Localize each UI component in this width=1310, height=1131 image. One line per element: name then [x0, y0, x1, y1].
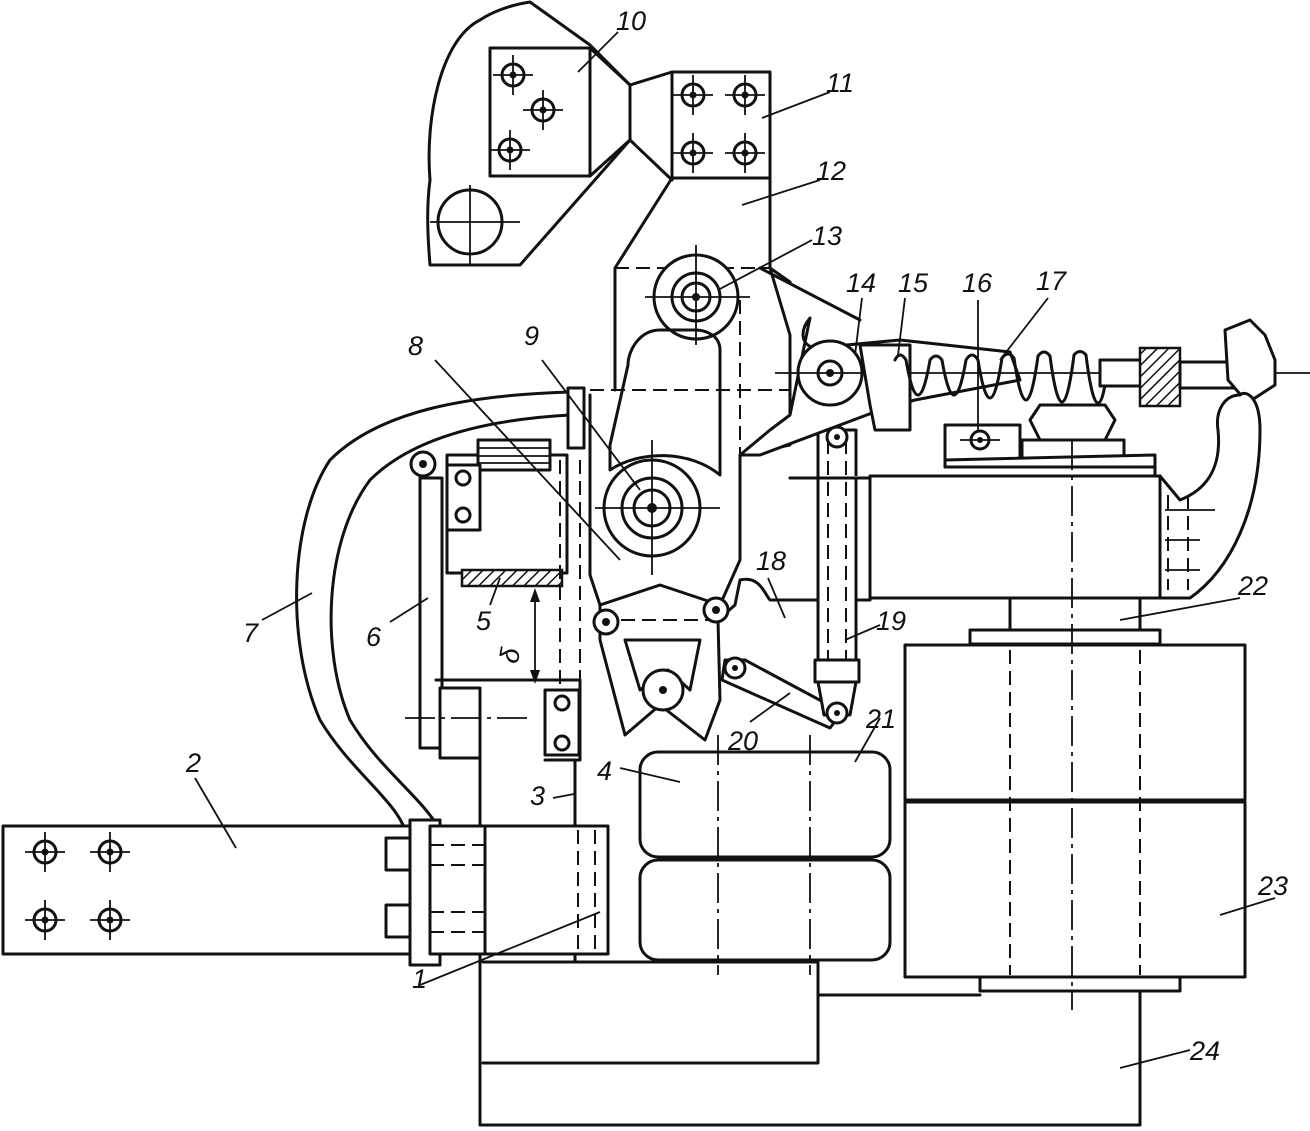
label-23: 23 — [1257, 871, 1288, 901]
label-14: 14 — [846, 268, 876, 298]
link-part-18 — [592, 476, 872, 742]
label-24: 24 — [1189, 1036, 1220, 1066]
label-18: 18 — [756, 546, 786, 576]
label-8: 8 — [408, 331, 423, 361]
contact-lever-body — [588, 266, 862, 607]
label-1: 1 — [412, 964, 427, 994]
spring-part-17 — [893, 318, 1277, 408]
pivot-part-9 — [595, 440, 720, 575]
housing-part-22 — [788, 391, 1262, 640]
label-19: 19 — [876, 606, 906, 636]
label-4: 4 — [597, 756, 612, 786]
leader-lines — [194, 31, 1276, 1069]
label-15: 15 — [898, 268, 929, 298]
label-9: 9 — [524, 321, 539, 351]
gap-dimension — [530, 588, 540, 684]
fixed-contact-assembly — [409, 438, 581, 740]
label-12: 12 — [816, 156, 846, 186]
label-21: 21 — [865, 704, 896, 734]
pivot-part-13 — [645, 245, 750, 345]
label-11: 11 — [826, 68, 854, 98]
label-20: 20 — [727, 726, 758, 756]
plate-part-6 — [405, 476, 582, 762]
plate-part-11 — [670, 70, 772, 180]
label-13: 13 — [812, 221, 842, 251]
coil-part-4 — [638, 735, 892, 975]
coil-part-23 — [903, 440, 1247, 1010]
label-6: 6 — [366, 622, 382, 652]
flexible-lead-part-7 — [295, 386, 586, 832]
label-10: 10 — [616, 6, 646, 36]
label-17: 17 — [1036, 266, 1067, 296]
label-7: 7 — [243, 618, 259, 648]
part-labels: 1 2 3 4 5 6 7 8 9 10 11 12 13 14 15 16 1… — [185, 6, 1288, 1066]
label-5: 5 — [476, 606, 492, 636]
bracket-part-10 — [426, 0, 674, 267]
label-2: 2 — [185, 748, 201, 778]
rod-part-19 — [813, 425, 861, 725]
label-3: 3 — [530, 781, 545, 811]
label-22: 22 — [1237, 571, 1268, 601]
label-16: 16 — [962, 268, 993, 298]
label-gap: δ — [494, 645, 526, 666]
latch-lever-part-14 — [738, 316, 1310, 457]
busbar-part-2 — [1, 818, 610, 967]
